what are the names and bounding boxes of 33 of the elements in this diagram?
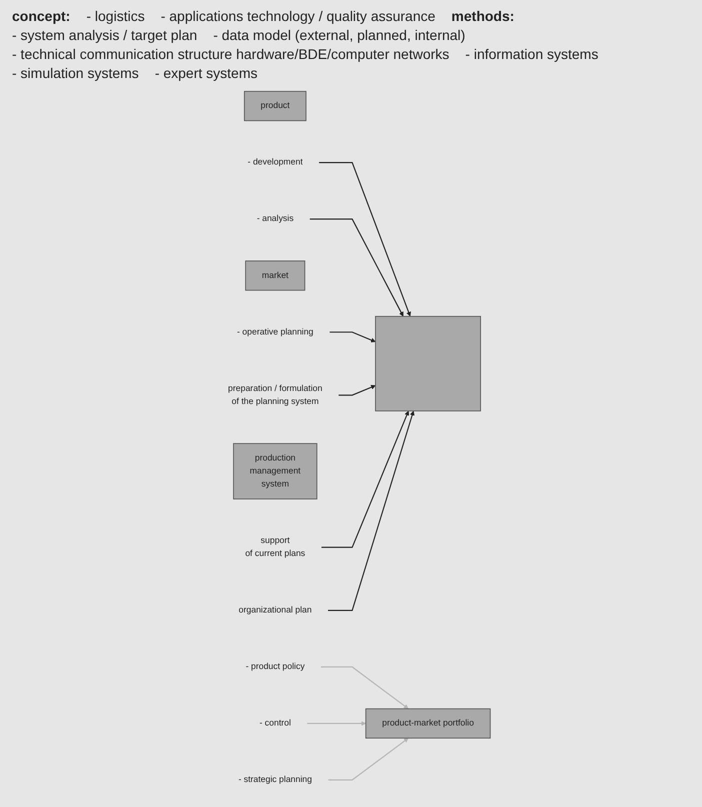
node-text: preparation / formulation of the planning system — [228, 384, 322, 406]
section-heading: concept: — [12, 8, 70, 24]
list-item-text: - applications technology / quality assurance — [160, 8, 436, 24]
list-item-text: - simulation systems — [12, 65, 139, 81]
list-item-text: - information systems — [465, 46, 598, 62]
section-heading: methods: — [451, 8, 514, 24]
arrow — [320, 666, 409, 709]
arrow — [330, 332, 376, 342]
node-text: - operative planning — [236, 327, 314, 336]
node-text: - control — [259, 718, 291, 728]
arrow — [328, 410, 415, 611]
node-text: - analysis — [256, 214, 294, 224]
arrow — [307, 721, 366, 726]
node-box: market — [245, 260, 306, 291]
node-text: support of current plans — [245, 536, 306, 558]
list-item-text: - system analysis / target plan — [12, 27, 198, 43]
list-item-text: - technical communication structure hardware/BDE/computer networks — [12, 46, 450, 62]
arrow — [310, 218, 404, 317]
list-item-text: - data model (external, planned, internal) — [213, 27, 466, 43]
node-box: product — [244, 90, 306, 122]
arrow — [328, 738, 409, 781]
node-box: production management system — [233, 443, 318, 500]
arrow — [321, 410, 410, 548]
node-text: - product policy — [246, 662, 305, 672]
node-text: organizational plan — [238, 606, 312, 615]
node-box: product-market portfolio — [365, 708, 491, 739]
node-text: - development — [248, 158, 303, 167]
arrow — [319, 162, 411, 317]
node-box — [375, 316, 481, 412]
list-item-text: - expert systems — [154, 65, 258, 81]
list-item-text: - logistics — [86, 8, 145, 24]
node-text: - strategic planning — [238, 775, 312, 784]
arrow — [338, 384, 376, 396]
